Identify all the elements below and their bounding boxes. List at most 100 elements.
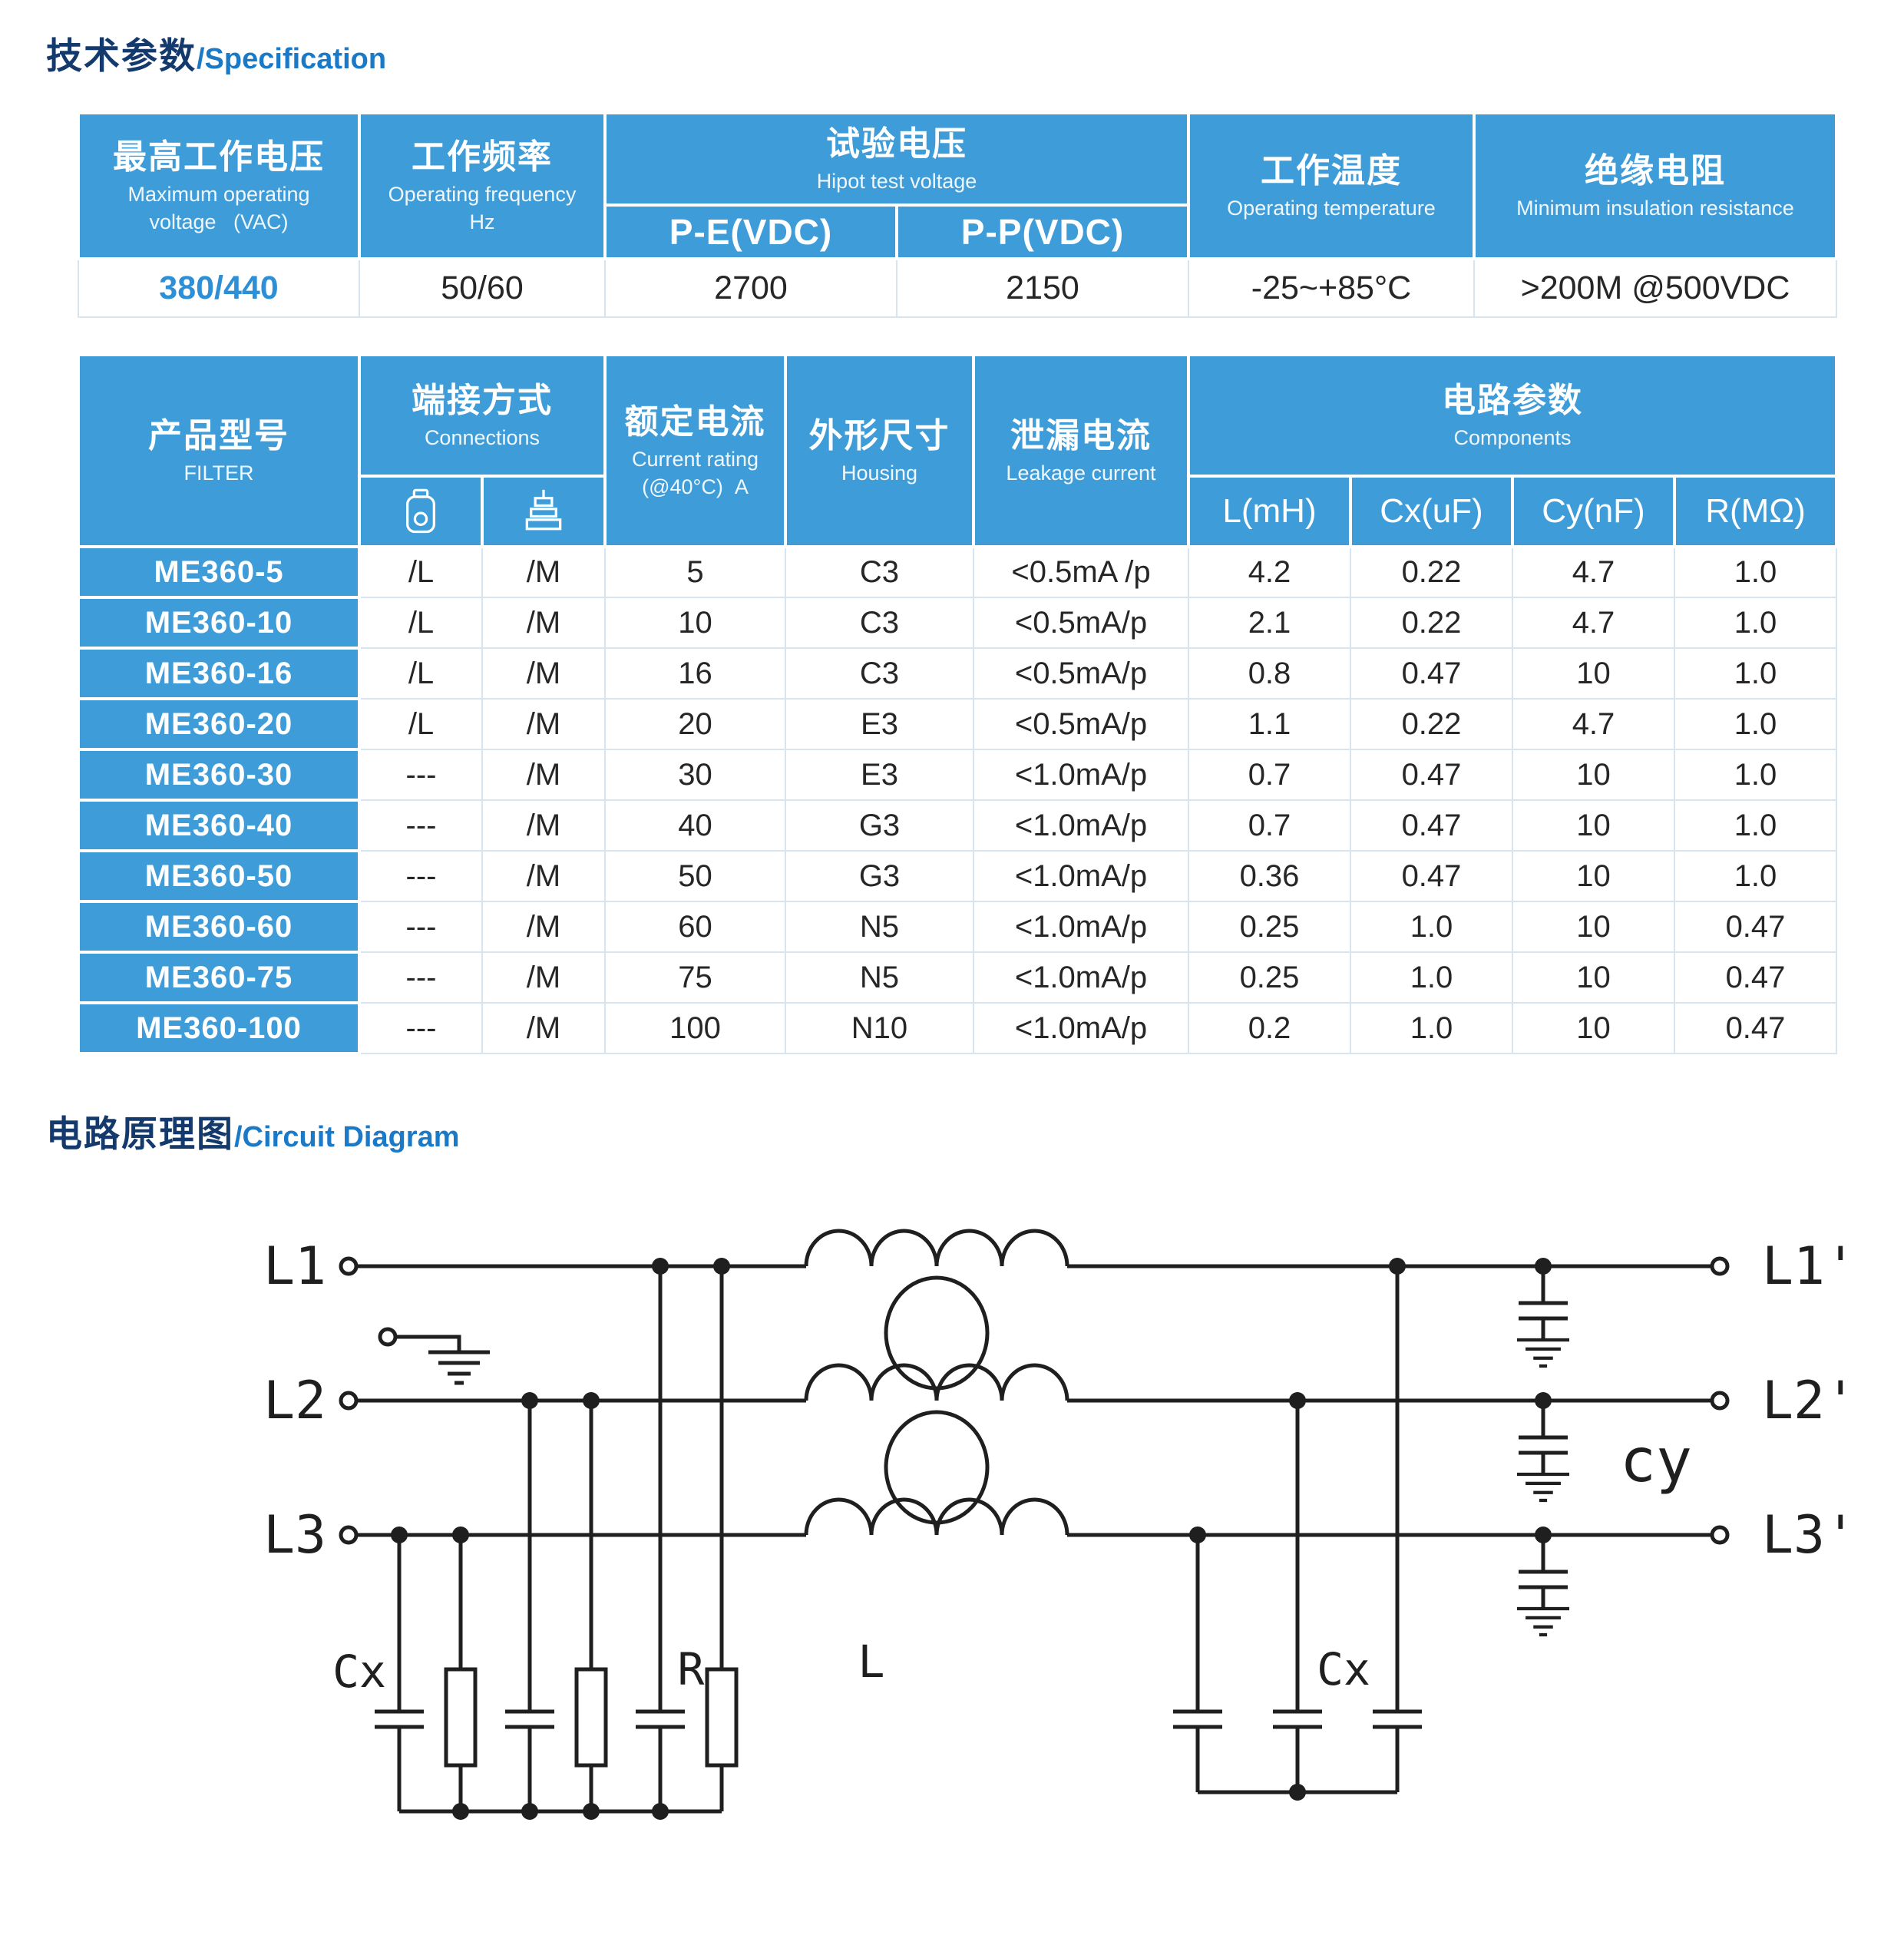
- model-cell: ME360-50: [77, 849, 361, 903]
- header-frequency-en: Operating frequency Hz: [388, 183, 577, 233]
- current-cell: 5: [604, 546, 786, 598]
- housing-cell: E3: [785, 698, 974, 750]
- header-hipot: 试验电压 Hipot test voltage: [603, 111, 1190, 207]
- header-connection-screw: [358, 475, 484, 548]
- l-value-cell: 0.7: [1188, 799, 1351, 852]
- leakage-cell: <0.5mA/p: [973, 597, 1189, 649]
- cx-value-cell: 1.0: [1350, 901, 1513, 953]
- insulation-value: >200M @500VDC: [1473, 258, 1837, 318]
- cy-value-cell: 4.7: [1512, 597, 1675, 649]
- circuit-title-zh: 电路原理图: [46, 1113, 234, 1154]
- current-cell: 75: [604, 951, 786, 1004]
- header-hipot-en: Hipot test voltage: [816, 169, 977, 193]
- leakage-cell: <0.5mA/p: [973, 647, 1189, 700]
- header-housing: 外形尺寸 Housing: [784, 353, 975, 548]
- r-value-cell: 1.0: [1674, 850, 1837, 902]
- current-cell: 50: [604, 850, 786, 902]
- connection-l-cell: ---: [359, 951, 483, 1004]
- connection-m-cell: /M: [481, 546, 606, 598]
- l-value-cell: 0.7: [1188, 749, 1351, 801]
- label-l2-in: L2: [263, 1371, 326, 1431]
- line-l1: [339, 1229, 1730, 1276]
- earth-terminal: [378, 1327, 490, 1383]
- header-pp-vdc: P-P(VDC): [895, 203, 1190, 260]
- header-hipot-zh: 试验电压: [826, 124, 967, 163]
- right-cx-network: [1173, 1266, 1422, 1794]
- connection-m-cell: /M: [481, 597, 606, 649]
- r-value-cell: 1.0: [1674, 698, 1837, 750]
- l-value-cell: 0.36: [1188, 850, 1351, 902]
- cy-value-cell: 10: [1512, 901, 1675, 953]
- header-leakage: 泄漏电流 Leakage current: [972, 353, 1190, 548]
- header-connection-block: [481, 475, 607, 548]
- cy-network: [1517, 1266, 1569, 1635]
- label-l2-out: L2': [1762, 1371, 1856, 1431]
- header-frequency-zh: 工作频率: [412, 138, 553, 177]
- current-cell: 10: [604, 597, 786, 649]
- header-r-mohm: R(MΩ): [1673, 475, 1838, 548]
- pp-value: 2150: [896, 258, 1189, 318]
- product-table: 产品型号 FILTER 端接方式 Connections 额定电流 Curren…: [77, 353, 1838, 1055]
- choke-core: [884, 1275, 990, 1525]
- specification-title-zh: 技术参数: [46, 35, 197, 76]
- header-housing-en: Housing: [841, 461, 918, 485]
- left-cx-r-network: [375, 1266, 739, 1814]
- label-l3-out: L3': [1762, 1505, 1856, 1566]
- housing-cell: C3: [785, 546, 974, 598]
- specification-title-en: /Specification: [197, 43, 387, 75]
- label-l1-in: L1: [263, 1236, 326, 1297]
- label-cy: cy: [1620, 1427, 1692, 1496]
- cy-value-cell: 10: [1512, 850, 1675, 902]
- connection-l-cell: ---: [359, 850, 483, 902]
- housing-cell: N10: [785, 1002, 974, 1054]
- r-value-cell: 0.47: [1674, 951, 1837, 1004]
- r-value-cell: 1.0: [1674, 799, 1837, 852]
- connection-l-cell: ---: [359, 901, 483, 953]
- leakage-cell: <1.0mA/p: [973, 901, 1189, 953]
- leakage-cell: <1.0mA/p: [973, 1002, 1189, 1054]
- connection-m-cell: /M: [481, 749, 606, 801]
- current-cell: 20: [604, 698, 786, 750]
- header-current-zh: 额定电流: [624, 403, 766, 442]
- r-value-cell: 1.0: [1674, 647, 1837, 700]
- cy-value-cell: 4.7: [1512, 698, 1675, 750]
- line-l3: [339, 1497, 1730, 1545]
- connection-l-cell: /L: [359, 597, 483, 649]
- connection-m-cell: /M: [481, 850, 606, 902]
- l-value-cell: 1.1: [1188, 698, 1351, 750]
- circuit-title-en: /Circuit Diagram: [234, 1121, 460, 1153]
- r-value-cell: 0.47: [1674, 901, 1837, 953]
- connection-l-cell: /L: [359, 546, 483, 598]
- model-cell: ME360-16: [77, 647, 361, 700]
- header-connections-en: Connections: [424, 425, 540, 449]
- model-cell: ME360-20: [77, 697, 361, 751]
- current-cell: 100: [604, 1002, 786, 1054]
- header-temperature-en: Operating temperature: [1227, 196, 1436, 220]
- header-frequency: 工作频率 Operating frequency Hz: [358, 111, 607, 260]
- label-r: R: [678, 1643, 705, 1695]
- cx-value-cell: 1.0: [1350, 1002, 1513, 1054]
- cx-value-cell: 0.22: [1350, 698, 1513, 750]
- circuit-svg: L1 L2 L3 L1' L2' L3' Cx R L Cx cy: [263, 1229, 1856, 1820]
- connection-m-cell: /M: [481, 799, 606, 852]
- header-cy-nf: Cy(nF): [1511, 475, 1676, 548]
- connection-m-cell: /M: [481, 1002, 606, 1054]
- specification-section-title: 技术参数/Specification: [46, 26, 1904, 79]
- cy-value-cell: 10: [1512, 799, 1675, 852]
- header-max-voltage-zh: 最高工作电压: [113, 138, 325, 177]
- temperature-value: -25~+85°C: [1188, 258, 1475, 318]
- leakage-cell: <1.0mA/p: [973, 850, 1189, 902]
- current-cell: 16: [604, 647, 786, 700]
- leakage-cell: <0.5mA /p: [973, 546, 1189, 598]
- connection-l-cell: ---: [359, 749, 483, 801]
- r-value-cell: 0.47: [1674, 1002, 1837, 1054]
- cx-value-cell: 1.0: [1350, 951, 1513, 1004]
- label-cx-left: Cx: [332, 1646, 386, 1698]
